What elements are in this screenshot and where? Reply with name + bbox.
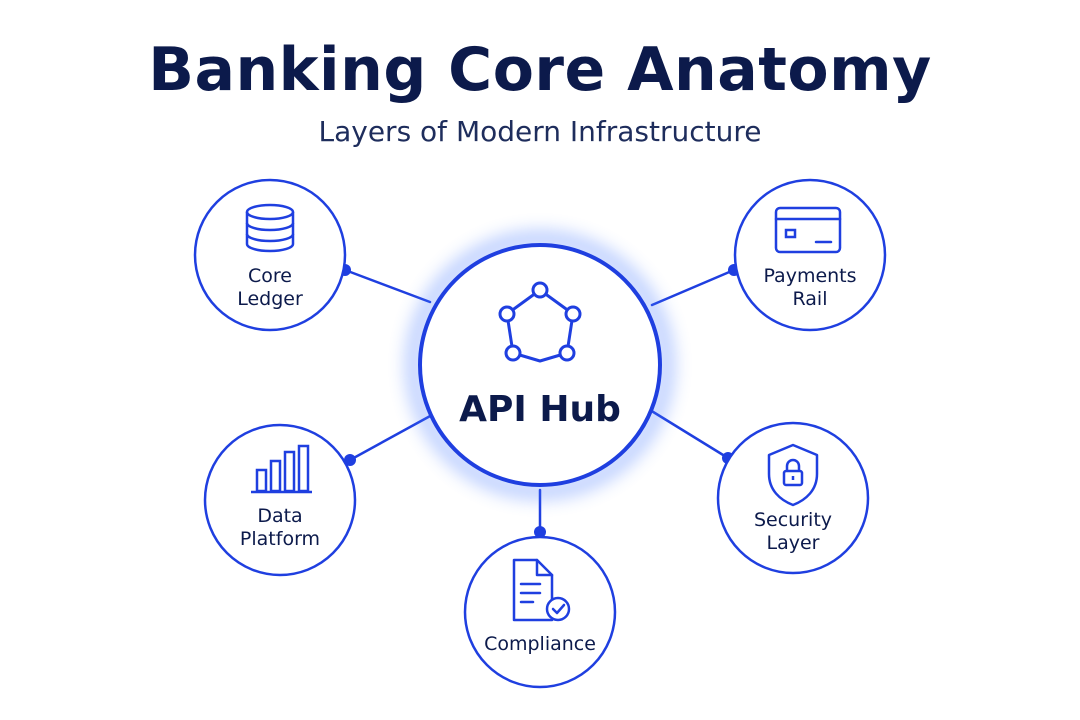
shield-lock-icon xyxy=(767,443,819,507)
node-label-line2: Platform xyxy=(240,528,320,550)
node-payments-rail[interactable]: Payments Rail xyxy=(733,178,887,332)
node-label-line2: Rail xyxy=(793,288,828,310)
node-label-line2: Ledger xyxy=(237,288,303,310)
connector-security-layer xyxy=(648,408,730,460)
connector-data-platform xyxy=(348,413,434,462)
bar-chart-icon xyxy=(251,444,312,494)
node-data-platform[interactable]: Data Platform xyxy=(203,423,357,577)
node-label: Compliance xyxy=(484,633,596,655)
node-core-ledger[interactable]: Core Ledger xyxy=(193,178,347,332)
credit-card-icon xyxy=(774,206,842,254)
network-hexagon-icon xyxy=(498,281,582,363)
node-security-layer[interactable]: Security Layer xyxy=(716,421,870,575)
document-check-icon xyxy=(512,558,571,622)
page-subtitle: Layers of Modern Infrastructure xyxy=(318,115,762,148)
node-circle xyxy=(463,535,617,689)
database-icon xyxy=(245,203,295,253)
page-title: Banking Core Anatomy xyxy=(148,35,932,105)
dot-compliance xyxy=(534,526,546,538)
hub-label: API Hub xyxy=(459,389,621,430)
hub-circle xyxy=(418,243,662,487)
node-circle xyxy=(193,178,347,332)
hub-node[interactable]: API Hub xyxy=(407,232,673,498)
node-label-line1: Data xyxy=(257,505,302,527)
node-label-line1: Core xyxy=(248,265,292,287)
dot-data-platform xyxy=(344,454,356,466)
node-circle xyxy=(203,423,357,577)
node-circle xyxy=(716,421,870,575)
node-label-line1: Payments xyxy=(763,265,856,287)
connector-core-ledger xyxy=(343,268,432,304)
node-circle xyxy=(733,178,887,332)
node-label-line2: Layer xyxy=(767,532,820,554)
node-label-line1: Security xyxy=(754,509,832,531)
connector-payments-rail xyxy=(650,268,736,307)
node-compliance[interactable]: Compliance xyxy=(463,535,617,689)
